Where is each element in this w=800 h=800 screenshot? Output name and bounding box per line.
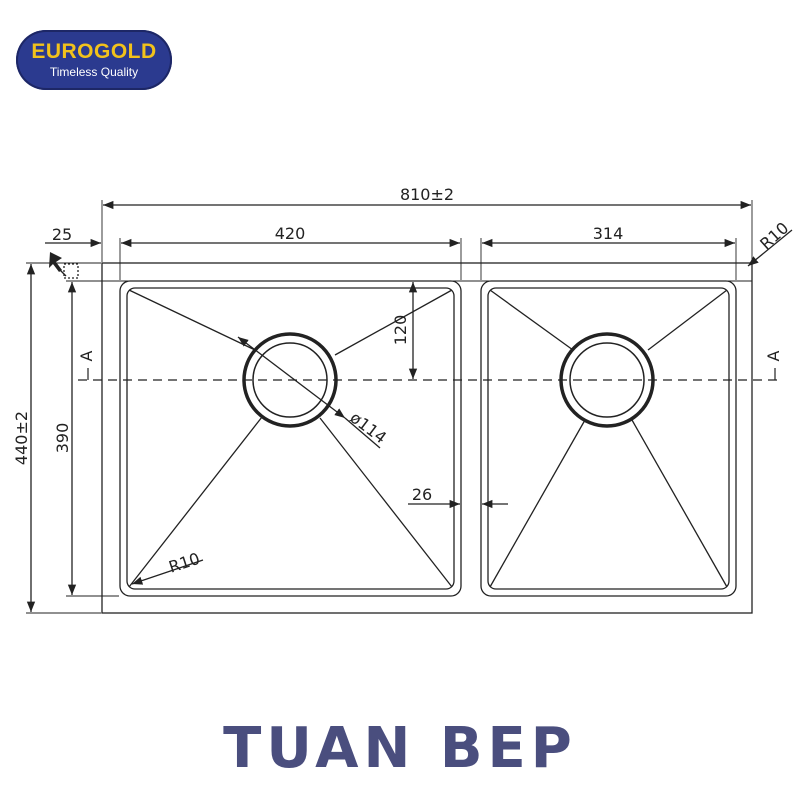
left-bowl-inner <box>126 287 455 590</box>
right-drain-inner <box>569 342 645 418</box>
label-left-bowl-width: 420 <box>275 224 306 243</box>
dim-drain-diameter-tail <box>344 417 381 449</box>
label-divider-gap: 26 <box>412 485 432 504</box>
dim-outer-radius-leader <box>747 229 793 267</box>
label-bowl-depth: 390 <box>53 423 72 454</box>
right-bowl-inner <box>487 287 730 590</box>
sink-outer-outline <box>101 262 753 614</box>
label-drain-diameter: ø114 <box>346 408 390 447</box>
label-flange: 25 <box>52 225 72 244</box>
right-bowl-slope-br <box>631 419 728 588</box>
label-overall-width: 810±2 <box>400 185 454 204</box>
right-bowl-slope-bl <box>489 419 586 588</box>
right-bowl-outer <box>480 280 737 597</box>
label-inner-radius: R10 <box>166 549 202 577</box>
footer-title: TUAN BEP <box>223 716 577 781</box>
left-bowl-slope-bl <box>128 416 263 588</box>
corner-detail-box <box>63 263 79 279</box>
corner-arrow-icon <box>49 252 62 272</box>
right-bowl-slope-tr <box>647 289 728 351</box>
label-section-right: A <box>764 350 783 361</box>
label-overall-depth: 440±2 <box>12 411 31 465</box>
dim-inner-radius-leader <box>131 559 204 585</box>
label-section-left: A <box>77 350 96 361</box>
left-bowl-slope-tl <box>128 289 256 351</box>
right-bowl-slope-tl <box>489 289 574 351</box>
label-right-bowl-width: 314 <box>593 224 624 243</box>
left-bowl-outer <box>119 280 462 597</box>
dim-drain-diameter-leader <box>237 336 346 419</box>
label-outer-radius: R10 <box>756 218 792 253</box>
logo-tagline: Timeless Quality <box>49 65 139 79</box>
logo-brand: EUROGOLD <box>31 40 157 63</box>
label-drain-offset: 120 <box>391 315 410 346</box>
eurogold-logo: EUROGOLD Timeless Quality <box>16 30 172 90</box>
left-bowl-slope-tr <box>334 289 453 356</box>
left-bowl-slope-br <box>319 417 453 588</box>
